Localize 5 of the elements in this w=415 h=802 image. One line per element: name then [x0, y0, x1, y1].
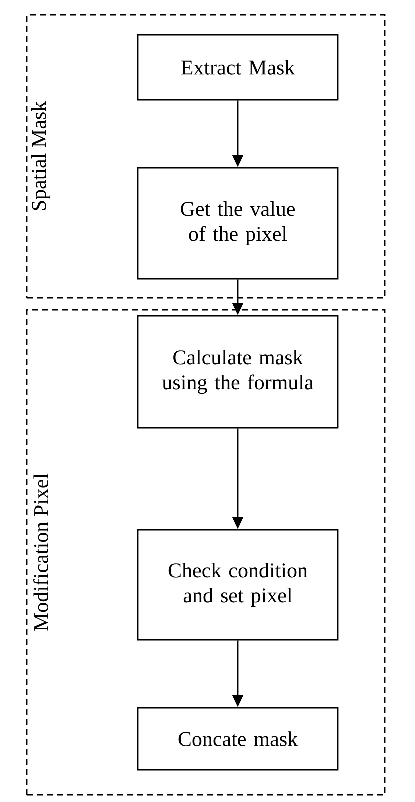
process-box: Calculate mask using the formula — [137, 315, 339, 429]
process-box: Concate mask — [137, 707, 339, 771]
process-box: Get the value of the pixel — [137, 167, 339, 280]
process-box: Check condition and set pixel — [137, 529, 339, 641]
process-box: Extract Mask — [137, 34, 339, 101]
